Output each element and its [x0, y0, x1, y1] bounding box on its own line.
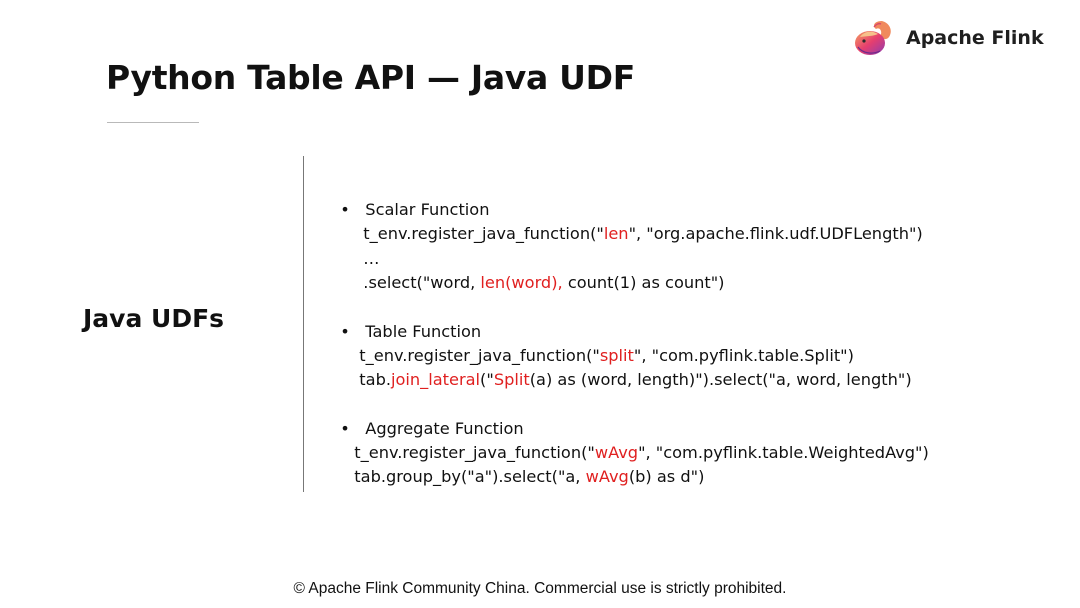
- code-text: ", "com.pyflink.table.WeightedAvg"): [638, 443, 929, 462]
- code-highlight: wAvg: [585, 467, 629, 486]
- section-heading-text: Table Function: [365, 322, 482, 341]
- squirrel-logo-icon: [855, 21, 891, 55]
- code-highlight: len(word),: [480, 273, 563, 292]
- section-heading-scalar: • Scalar Function: [330, 180, 489, 220]
- code-ellipsis: …: [363, 249, 380, 268]
- page-title: Python Table API — Java UDF: [106, 58, 635, 97]
- code-text: count(1) as count"): [562, 273, 725, 292]
- code-line: tab.group_by("a").select("a, wAvg(b) as …: [344, 447, 704, 487]
- code-text: tab.: [359, 370, 391, 389]
- vertical-divider: [303, 156, 304, 492]
- brand-logo: Apache Flink: [852, 16, 1044, 60]
- title-underline: [107, 122, 199, 123]
- side-label: Java UDFs: [83, 304, 225, 333]
- code-text: t_env.register_java_function(": [359, 346, 600, 365]
- copyright-footer: © Apache Flink Community China. Commerci…: [293, 580, 787, 597]
- code-text: t_env.register_java_function(": [363, 224, 604, 243]
- code-highlight: wAvg: [594, 443, 639, 462]
- code-line: tab.join_lateral("Split(a) as (word, len…: [349, 350, 912, 390]
- code-line: t_env.register_java_function("len", "org…: [353, 204, 923, 244]
- code-line: t_env.register_java_function("split", "c…: [349, 326, 854, 366]
- code-highlight: split: [599, 346, 634, 365]
- section-heading-text: Aggregate Function: [365, 419, 524, 438]
- code-text: t_env.register_java_function(": [354, 443, 595, 462]
- section-heading-table: • Table Function: [330, 302, 481, 342]
- code-highlight: Split: [493, 370, 530, 389]
- bullet-dot: •: [340, 322, 350, 341]
- code-line: …: [353, 229, 379, 269]
- bullet-dot: •: [340, 200, 350, 219]
- code-highlight: join_lateral: [390, 370, 481, 389]
- code-text: (b) as d"): [628, 467, 705, 486]
- code-text: ", "com.pyflink.table.Split"): [633, 346, 854, 365]
- section-heading-text: Scalar Function: [365, 200, 490, 219]
- section-heading-aggregate: • Aggregate Function: [330, 399, 524, 439]
- logo-text: Apache Flink: [906, 27, 1044, 49]
- code-highlight: len: [603, 224, 629, 243]
- code-text: (": [480, 370, 494, 389]
- code-text: tab.group_by("a").select("a,: [354, 467, 586, 486]
- bullet-dot: •: [340, 419, 350, 438]
- code-text: (a) as (word, length)").select("a, word,…: [529, 370, 912, 389]
- code-text: .select("word,: [363, 273, 481, 292]
- code-line: .select("word, len(word), count(1) as co…: [353, 253, 725, 293]
- code-line: t_env.register_java_function("wAvg", "co…: [344, 423, 929, 463]
- code-text: ", "org.apache.flink.udf.UDFLength"): [628, 224, 923, 243]
